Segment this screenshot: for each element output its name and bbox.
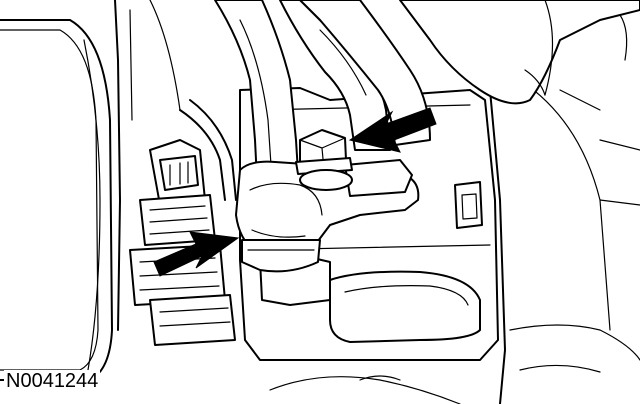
hose-fitting xyxy=(235,159,420,273)
figure-id-label: N0041244 xyxy=(4,370,101,393)
hose xyxy=(214,0,431,206)
bolt xyxy=(295,129,353,191)
connector-harness xyxy=(129,99,237,346)
pulley xyxy=(0,19,113,381)
arrow-icon xyxy=(153,231,240,277)
intake-tube xyxy=(399,0,640,105)
arrow-icon xyxy=(348,107,437,153)
